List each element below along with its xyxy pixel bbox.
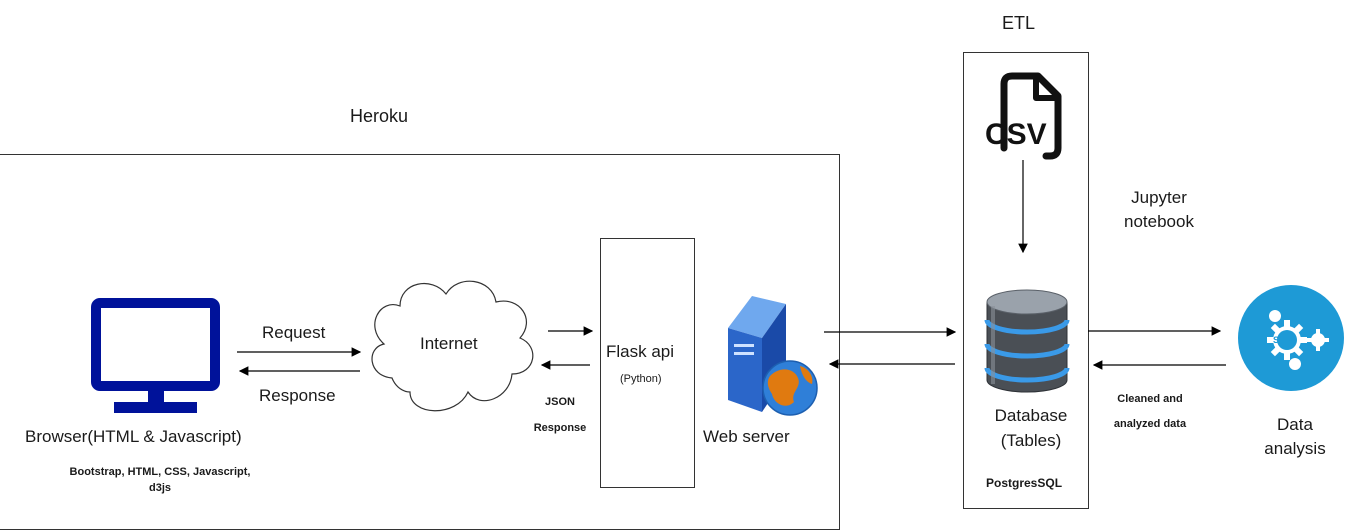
request-label: Request <box>262 323 326 342</box>
data-analysis-line-1: Data <box>1277 415 1313 434</box>
json-response-line-2: Response <box>533 422 587 434</box>
data-analysis-label: Data analysis <box>1250 413 1340 461</box>
cloud-icon <box>371 280 534 412</box>
server-icon <box>728 296 818 416</box>
etl-container <box>963 52 1089 509</box>
browser-tech-label: Bootstrap, HTML, CSS, Javascript, d3js <box>30 464 290 496</box>
jupyter-label: Jupyter notebook <box>1104 186 1214 234</box>
database-icon <box>984 289 1070 393</box>
siem-text: SIEM <box>1273 335 1296 345</box>
monitor-icon <box>91 298 220 413</box>
csv-file-icon <box>1000 72 1062 160</box>
siem-gear-icon <box>1238 285 1344 391</box>
cleaned-data-label: Cleaned and analyzed data <box>1098 387 1202 437</box>
etl-label: ETL <box>1002 13 1036 33</box>
cleaned-line-2: analyzed data <box>1113 418 1187 430</box>
database-line-1: Database <box>994 406 1068 425</box>
json-response-label: JSON Response <box>530 389 590 441</box>
flask-api-label: Flask api <box>606 342 675 361</box>
browser-tech-line-2: d3js <box>148 482 171 494</box>
cleaned-line-1: Cleaned and <box>1117 393 1183 405</box>
jupyter-line-1: Jupyter <box>1131 188 1187 207</box>
csv-text: CSV <box>985 118 1047 151</box>
heroku-label: Heroku <box>350 106 409 126</box>
data-analysis-line-2: analysis <box>1264 439 1326 458</box>
browser-label: Browser(HTML & Javascript) <box>25 427 242 446</box>
flask-api-box <box>600 238 695 488</box>
json-response-line-1: JSON <box>545 396 575 408</box>
response-label: Response <box>259 386 336 405</box>
database-line-2: (Tables) <box>1000 431 1062 450</box>
python-label: (Python) <box>620 373 662 385</box>
jupyter-line-2: notebook <box>1124 212 1194 231</box>
database-label: Database (Tables) <box>976 403 1086 453</box>
web-server-label: Web server <box>703 427 790 446</box>
browser-tech-line-1: Bootstrap, HTML, CSS, Javascript, <box>69 466 251 478</box>
postgres-label: PostgresSQL <box>986 476 1063 490</box>
internet-label: Internet <box>420 334 478 353</box>
